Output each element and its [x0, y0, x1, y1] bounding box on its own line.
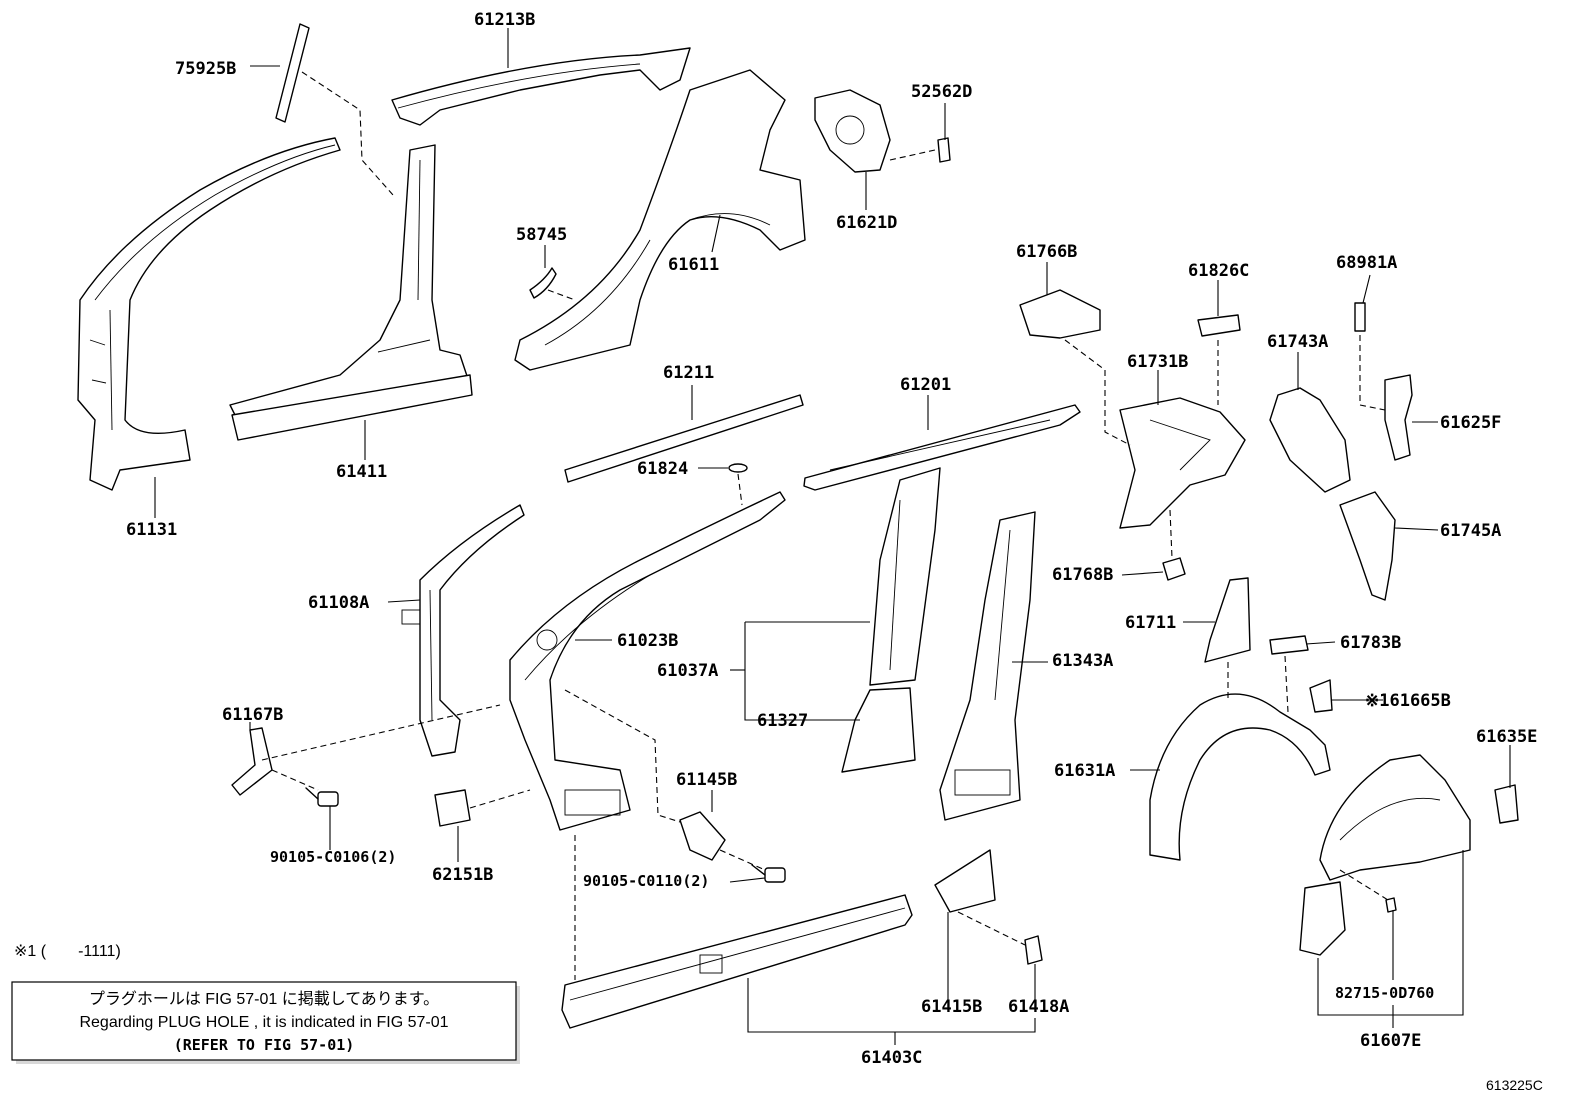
- note-line-2: Regarding PLUG HOLE , it is indicated in…: [79, 1014, 448, 1031]
- label-61621D: 61621D: [836, 213, 897, 233]
- label-61327: 61327: [757, 711, 808, 731]
- label-61826C: 61826C: [1188, 261, 1249, 281]
- part-61145B-drawing: [679, 811, 726, 861]
- label-61403C: 61403C: [861, 1048, 922, 1068]
- label-61731B: 61731B: [1127, 352, 1188, 372]
- note-line-3: (REFER TO FIG 57-01): [174, 1036, 355, 1054]
- part-61621D-drawing: [814, 89, 891, 173]
- label-61108A: 61108A: [308, 593, 369, 613]
- label-90105-C0106: 90105-C0106(2): [270, 848, 396, 866]
- part-61711-drawing: [1204, 577, 1251, 663]
- part-61824-drawing: [728, 463, 748, 473]
- part-61745A-drawing: [1339, 491, 1396, 601]
- part-61167B-drawing: [231, 727, 273, 796]
- label-61607E: 61607E: [1360, 1031, 1421, 1051]
- leader-lines: [154, 28, 1511, 1045]
- dashed-connectors: [261, 71, 1389, 980]
- part-61766B-drawing: [1019, 289, 1101, 339]
- label-58745: 58745: [516, 225, 567, 245]
- part-61731B-drawing: [1119, 397, 1246, 529]
- part-61343A-drawing: [939, 511, 1036, 821]
- part-61631A-drawing: [1149, 693, 1331, 861]
- part-68981A-drawing: [1354, 302, 1366, 332]
- label-61625F: 61625F: [1440, 413, 1501, 433]
- label-61415B: 61415B: [921, 997, 982, 1017]
- note-box: プラグホールは FIG 57-01 に掲載してあります。 Regarding P…: [11, 981, 520, 1064]
- part-61213B-drawing: [391, 47, 691, 126]
- label-61411: 61411: [336, 462, 387, 482]
- label-61711: 61711: [1125, 613, 1176, 633]
- label-82715-0D760: 82715-0D760: [1335, 984, 1434, 1002]
- label-61211: 61211: [663, 363, 714, 383]
- label-68981A: 68981A: [1336, 253, 1397, 273]
- part-61327-drawing: [841, 687, 916, 773]
- label-61201: 61201: [900, 375, 951, 395]
- label-61611: 61611: [668, 255, 719, 275]
- figure-id: 613225C: [1486, 1077, 1543, 1093]
- part-75925B-drawing: [275, 23, 310, 123]
- part-61611-drawing: [514, 69, 806, 371]
- label-61343A: 61343A: [1052, 651, 1113, 671]
- part-52562D-drawing: [937, 137, 951, 163]
- part-61403C-drawing: [561, 894, 913, 1029]
- label-61824: 61824: [637, 459, 688, 479]
- label-61631A: 61631A: [1054, 761, 1115, 781]
- part-61201-drawing: [803, 404, 1081, 491]
- part-62151B-drawing: [434, 789, 471, 827]
- part-61635E-drawing: [1494, 784, 1519, 824]
- label-61766B: 61766B: [1016, 242, 1077, 262]
- part-61037A-drawing: [869, 467, 941, 686]
- part-labels: 75925B 61213B 52562D 61621D 58745 61611 …: [126, 10, 1537, 1068]
- part-61625F-drawing: [1384, 374, 1413, 461]
- bolt-c0106-drawing: [305, 787, 339, 807]
- part-61768B-drawing: [1162, 557, 1186, 581]
- label-61037A: 61037A: [657, 661, 718, 681]
- label-75925B: 75925B: [175, 59, 236, 79]
- label-61768B: 61768B: [1052, 565, 1113, 585]
- part-61665B-drawing: [1309, 679, 1333, 713]
- part-61607E-drawing: [1299, 754, 1471, 956]
- part-61108A-drawing: [401, 504, 525, 757]
- label-61783B: 61783B: [1340, 633, 1401, 653]
- part-61023B-drawing: [509, 491, 786, 831]
- part-61826C-drawing: [1197, 314, 1241, 337]
- label-61023B: 61023B: [617, 631, 678, 651]
- label-61145B: 61145B: [676, 770, 737, 790]
- label-61665B: ※161665B: [1365, 691, 1451, 711]
- part-61411-drawing: [229, 144, 473, 441]
- label-52562D: 52562D: [911, 82, 972, 102]
- part-58745-drawing: [529, 267, 557, 299]
- label-61213B: 61213B: [474, 10, 535, 30]
- label-61131: 61131: [126, 520, 177, 540]
- label-61743A: 61743A: [1267, 332, 1328, 352]
- part-61418A-drawing: [1024, 935, 1043, 965]
- label-61167B: 61167B: [222, 705, 283, 725]
- bolt-c0110-drawing: [751, 864, 786, 883]
- label-61635E: 61635E: [1476, 727, 1537, 747]
- label-61418A: 61418A: [1008, 997, 1069, 1017]
- part-61131-drawing: [77, 137, 341, 491]
- part-61743A-drawing: [1269, 387, 1351, 493]
- label-90105-C0110: 90105-C0110(2): [583, 872, 709, 890]
- part-82715-drawing: [1385, 897, 1397, 913]
- note-line-1: プラグホールは FIG 57-01 に掲載してあります。: [89, 990, 439, 1008]
- part-61783B-drawing: [1269, 635, 1309, 655]
- label-62151B: 62151B: [432, 865, 493, 885]
- label-61745A: 61745A: [1440, 521, 1501, 541]
- part-61211-drawing: [564, 394, 804, 483]
- part-61415B-drawing: [934, 849, 996, 913]
- footnote: ※1 ( -1111): [14, 943, 121, 960]
